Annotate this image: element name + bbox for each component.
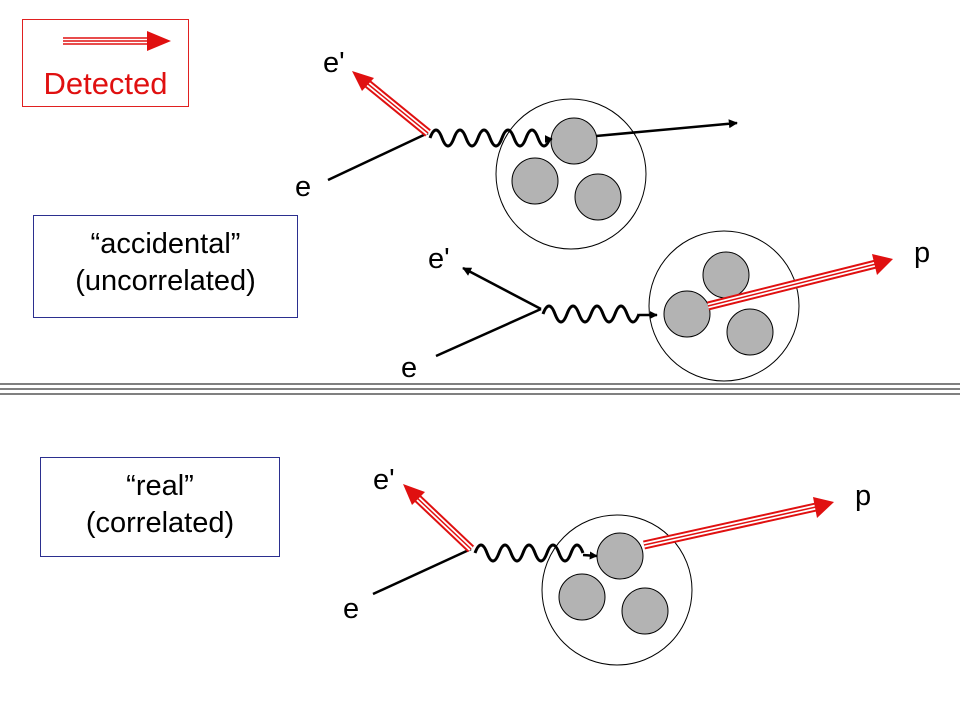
accidental-title: “accidental”	[90, 228, 241, 260]
real-subtitle: (correlated)	[85, 507, 235, 540]
top-e-label: e	[295, 171, 311, 203]
bot-e-prime-label: e'	[373, 464, 395, 496]
scattered-electron-detected	[352, 71, 431, 137]
nucleon	[596, 532, 644, 580]
real-box: “real” (correlated)	[40, 457, 280, 557]
knocked-out-proton-detected	[706, 254, 893, 311]
bot-e-label: e	[343, 593, 359, 625]
diagram-middle: e' e p	[401, 230, 930, 384]
nucleon	[663, 290, 711, 338]
section-separator	[0, 383, 960, 395]
nucleon	[558, 573, 606, 621]
incoming-electron	[435, 307, 542, 358]
legend-label: Detected	[43, 66, 168, 101]
nucleon	[621, 587, 669, 635]
incoming-electron	[327, 131, 429, 182]
scattered-electron	[462, 266, 542, 311]
diagram-bottom: e' e p	[343, 464, 871, 666]
virtual-photon	[473, 543, 585, 563]
nucleon	[702, 251, 750, 299]
nucleon	[550, 117, 598, 165]
bot-p-label: p	[855, 480, 871, 512]
diagram-top: e' e	[295, 47, 738, 250]
mid-e-prime-label: e'	[428, 243, 450, 275]
knocked-out-proton-detected	[643, 497, 834, 550]
top-e-prime-label: e'	[323, 47, 345, 79]
real-title: “real”	[126, 470, 194, 502]
mid-p-label: p	[914, 237, 930, 269]
nucleon	[726, 308, 774, 356]
accidental-subtitle: (uncorrelated)	[75, 265, 256, 298]
virtual-photon	[541, 304, 641, 324]
accidental-box: “accidental” (uncorrelated)	[33, 215, 298, 318]
detected-arrow-icon	[63, 31, 171, 51]
legend-box: Detected	[22, 19, 189, 107]
virtual-photon	[428, 128, 552, 148]
nucleon	[511, 157, 559, 205]
incoming-electron	[372, 547, 472, 596]
outgoing-nucleon	[595, 119, 738, 138]
nucleon	[574, 173, 622, 221]
scattered-electron-detected	[403, 484, 475, 553]
mid-e-label: e	[401, 352, 417, 384]
